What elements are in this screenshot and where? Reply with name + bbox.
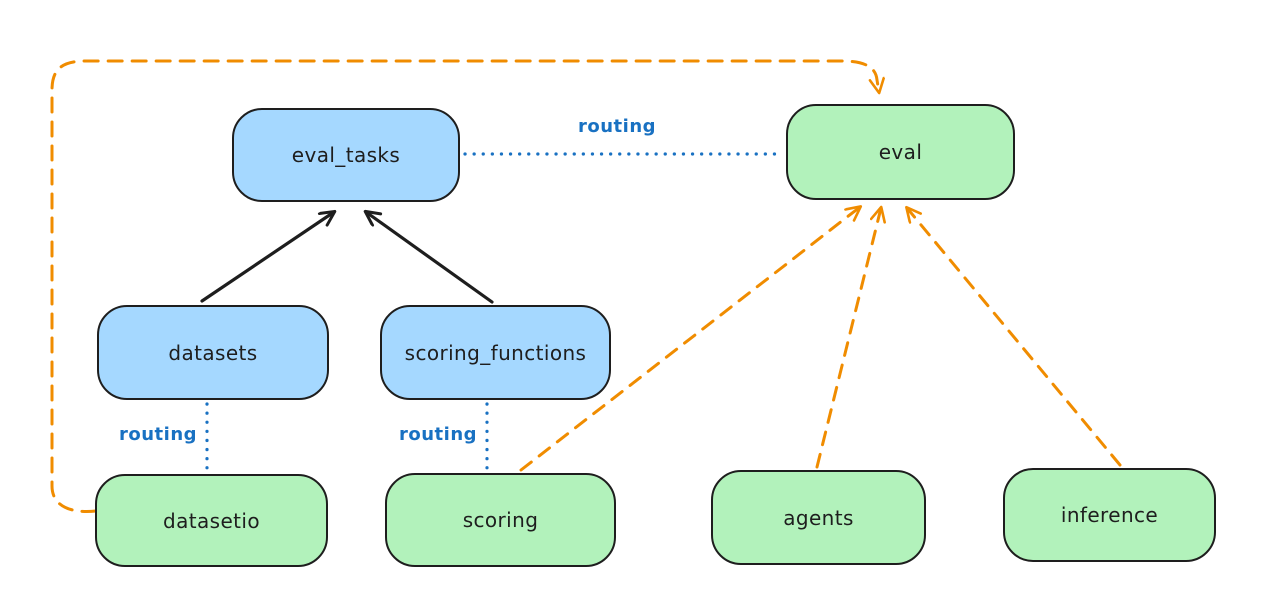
node-agents-label: agents — [783, 505, 854, 530]
node-eval-tasks: eval_tasks — [232, 108, 460, 202]
arrow-agents-to-eval — [815, 208, 881, 469]
node-scoring: scoring — [385, 473, 616, 567]
arrow-scoring-to-eval — [519, 207, 860, 472]
routing-label-datasets-datasetio: routing — [119, 424, 198, 445]
node-eval-label: eval — [878, 140, 923, 164]
arrow-scoring-functions-to-eval-tasks — [366, 212, 494, 304]
node-datasetio: datasetio — [95, 474, 328, 567]
routing-label-eval-tasks-eval: routing — [578, 116, 657, 137]
node-agents: agents — [711, 470, 926, 565]
node-scoring-functions-label: scoring_functions — [404, 340, 587, 365]
node-datasets: datasets — [97, 305, 329, 400]
node-scoring-label: scoring — [462, 508, 539, 532]
node-datasetio-label: datasetio — [162, 508, 260, 533]
node-inference-label: inference — [1060, 503, 1159, 527]
arrow-datasetio-to-eval — [50, 59, 879, 513]
arrow-datasets-to-eval-tasks — [200, 212, 334, 303]
node-datasets-label: datasets — [168, 340, 258, 365]
arrow-inference-to-eval — [907, 208, 1122, 467]
node-eval-tasks-label: eval_tasks — [291, 143, 401, 167]
node-eval: eval — [786, 104, 1015, 200]
node-scoring-functions: scoring_functions — [380, 305, 611, 400]
node-inference: inference — [1003, 468, 1216, 562]
routing-label-scoring-functions-scoring: routing — [399, 424, 478, 445]
